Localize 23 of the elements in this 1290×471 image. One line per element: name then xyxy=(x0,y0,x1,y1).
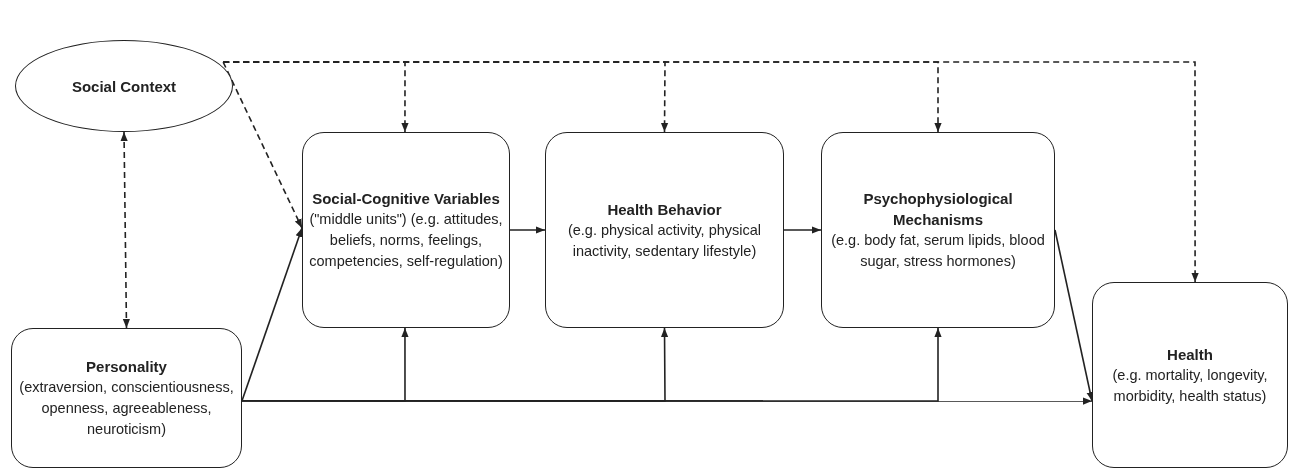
process-box xyxy=(545,132,784,328)
process-box xyxy=(11,328,242,468)
arrow xyxy=(241,227,303,402)
arrow xyxy=(509,226,546,234)
node-description: (e.g. mortality, longevity, morbidity, health status) xyxy=(1111,365,1269,406)
node-title: Social-Cognitive Variables xyxy=(311,189,501,209)
arrow xyxy=(241,397,1093,405)
arrow xyxy=(783,226,822,234)
node-description: ("middle units") (e.g. attitudes, beliefs, norms, feelings, competencies, self-regulation) xyxy=(308,210,504,271)
node-title: Health Behavior xyxy=(606,199,723,220)
process-box xyxy=(821,132,1055,328)
process-box xyxy=(302,132,510,328)
node-title: Personality xyxy=(85,357,168,377)
node-title: Health xyxy=(1166,344,1214,365)
node-title: Psychophysiological Mechanisms xyxy=(862,189,1014,230)
node-description: (e.g. body fat, serum lipids, blood sugar, stress hormones) xyxy=(830,231,1046,271)
dashed-arrow xyxy=(120,131,130,329)
node-description: (extraversion, conscientiousness, openness, agreeableness, neuroticism) xyxy=(18,378,235,439)
node-description: (e.g. physical activity, physical inactivity, sedentary lifestyle) xyxy=(566,220,763,261)
dashed-arrow xyxy=(222,61,303,229)
arrow xyxy=(1054,229,1094,402)
process-box xyxy=(1092,282,1288,468)
node-title: Social Context xyxy=(70,76,178,97)
